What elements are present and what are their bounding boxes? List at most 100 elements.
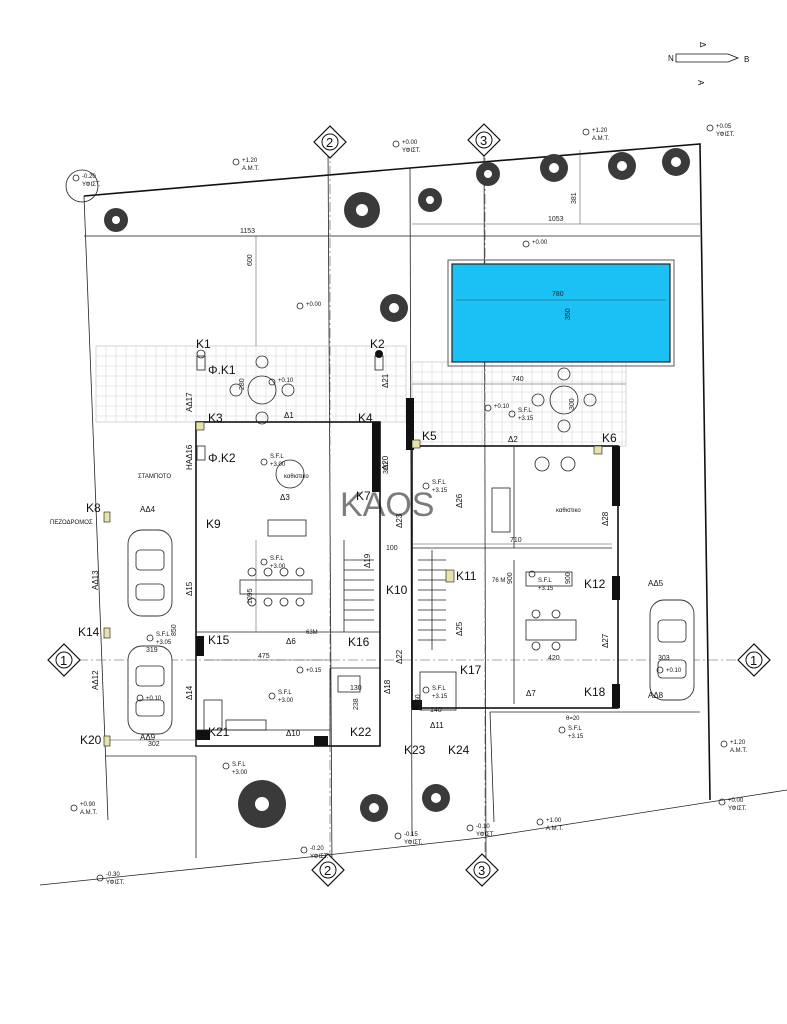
column-k20: K20 (80, 733, 102, 747)
column-labels: K1 K2 K3 K4 K5 K6 K7 K8 K9 K10 K11 K12 K… (78, 337, 617, 757)
sfl-marker: S.F.L +3.15 (528, 570, 554, 592)
level-marker: +0.00 ΥΦΙΣΤ. (718, 798, 747, 812)
column-k3: K3 (208, 411, 223, 425)
svg-text:+1.20: +1.20 (730, 740, 746, 746)
svg-text:ΥΦΙΣΤ.: ΥΦΙΣΤ. (402, 148, 421, 154)
sfl-marker: S.F.L +3.15 (422, 686, 448, 700)
column-k9: K9 (206, 517, 221, 531)
svg-text:+3.15: +3.15 (432, 694, 448, 700)
svg-text:+1.20: +1.20 (592, 128, 608, 134)
grid-label-1b: 1 (750, 653, 757, 668)
level-marker: +0.15 (296, 666, 322, 674)
level-marker: +0.10 (484, 404, 510, 412)
svg-text:S.F.L: S.F.L (538, 578, 552, 584)
svg-text:+0.10: +0.10 (666, 668, 682, 674)
pool-width-dim: 350 (565, 308, 572, 320)
svg-text:ΥΦΙΣΤ.: ΥΦΙΣΤ. (716, 132, 735, 138)
svg-text:S.F.L: S.F.L (278, 690, 292, 696)
column-k22: K22 (350, 725, 372, 739)
column-k16: K16 (348, 635, 370, 649)
dim-300: 300 (569, 398, 576, 410)
svg-text:-0.15: -0.15 (404, 832, 418, 838)
beam-d28: Δ28 (601, 511, 610, 526)
level-marker: +1.20 Α.Μ.Τ. (720, 740, 747, 754)
svg-text:Α.Μ.Τ.: Α.Μ.Τ. (80, 810, 97, 816)
beam-d26: Δ26 (455, 493, 464, 508)
dim-1153: 1153 (240, 228, 255, 235)
beam-d2: Δ2 (508, 435, 518, 444)
beam-ad8: ΑΔ8 (648, 691, 664, 700)
level-marker: +0.10 (656, 666, 682, 674)
right-house (406, 398, 620, 711)
dim-303: 303 (658, 655, 670, 662)
dim-100: 100 (386, 545, 398, 552)
area-kathistiko-right: καθιστικο (556, 508, 581, 514)
sfl-marker: S.F.L +3.00 (268, 690, 294, 704)
column-k2: K2 (370, 337, 385, 351)
beam-d21: Δ21 (381, 373, 390, 388)
beam-d20: Δ20 (381, 455, 390, 470)
column-k7: K7 (356, 489, 371, 503)
car-3 (649, 599, 695, 701)
sfl-marker: S.F.L +3.00 (260, 454, 286, 468)
svg-text:-0.20: -0.20 (310, 846, 324, 852)
svg-text:+3.00: +3.00 (270, 564, 286, 570)
svg-text:+3.15: +3.15 (518, 416, 534, 422)
area-kathistiko-left: καθιστικο (284, 474, 309, 480)
column-k17: K17 (460, 663, 482, 677)
column-k5: K5 (422, 429, 437, 443)
svg-text:S.F.L: S.F.L (156, 632, 170, 638)
beam-ad9: ΑΔ9 (140, 733, 156, 742)
dim-319: 319 (146, 647, 158, 654)
level-marker: -0.10 ΥΦΙΣΤ. (466, 824, 495, 838)
trees (104, 148, 690, 828)
column-k4: K4 (358, 411, 373, 425)
beam-d7: Δ7 (526, 689, 536, 698)
beam-d15: Δ15 (185, 581, 194, 596)
dim-238: 238 (353, 698, 360, 710)
svg-text:+0.00: +0.00 (728, 798, 744, 804)
beam-d11: Δ11 (430, 721, 444, 730)
column-k11: K11 (456, 569, 477, 583)
svg-text:+0.10: +0.10 (146, 696, 162, 702)
tree-icon (104, 208, 128, 232)
level-marker: +0.90 Α.Μ.Τ. (70, 802, 97, 816)
svg-text:S.F.L: S.F.L (270, 454, 284, 460)
dim-381: 381 (571, 192, 578, 204)
svg-text:+0.00: +0.00 (306, 302, 322, 308)
dim-900: 900 (507, 572, 514, 584)
svg-text:+1.00: +1.00 (546, 818, 562, 824)
beam-d22: Δ22 (395, 649, 404, 664)
tree-icon (422, 784, 450, 812)
svg-text:ΥΦΙΣΤ.: ΥΦΙΣΤ. (310, 854, 329, 860)
area-labels: ΣΤΑΜΠΟΤΟ ΠΕΖΟΔΡΟΜΟΣ καθιστικο καθιστικο … (50, 474, 581, 636)
beam-ad12: ΑΔ12 (91, 670, 100, 690)
svg-text:+0.05: +0.05 (716, 124, 732, 130)
dim-600: 600 (247, 254, 254, 266)
dim-160: 160 (415, 694, 422, 706)
beam-d27: Δ27 (601, 633, 610, 648)
beam-d25: Δ25 (455, 621, 464, 636)
grid-bubble-1-right: 1 (737, 643, 771, 677)
sfl-marker: S.F.L +3.15 (558, 726, 584, 740)
svg-text:Α.Μ.Τ.: Α.Μ.Τ. (592, 136, 609, 142)
svg-text:+1.20: +1.20 (242, 158, 258, 164)
svg-text:Α.Μ.Τ.: Α.Μ.Τ. (546, 826, 563, 832)
svg-text:+0.10: +0.10 (494, 404, 510, 410)
column-k10: K10 (386, 583, 408, 597)
tree-icon (360, 794, 388, 822)
north-arrow-b: Β (744, 55, 749, 64)
dimension-lines: 1153 1053 600 381 740 300 280 710 900 90… (84, 150, 700, 748)
dim-420: 420 (548, 655, 560, 662)
left-house (195, 421, 381, 747)
level-marker: -0.20 ΥΦΙΣΤ. (300, 846, 329, 860)
level-marker: +0.10 (268, 378, 294, 386)
level-marker: +0.00 (296, 302, 322, 310)
area-pezodromos: ΠΕΖΟΔΡΟΜΟΣ (50, 520, 93, 526)
terrace-tiles-right (411, 361, 627, 447)
column-k15: K15 (208, 633, 230, 647)
area-stampoto: ΣΤΑΜΠΟΤΟ (138, 474, 171, 480)
svg-text:S.F.L: S.F.L (232, 762, 246, 768)
sfl-marker: S.F.L +3.00 (260, 556, 286, 570)
beam-d10: Δ10 (286, 729, 301, 738)
